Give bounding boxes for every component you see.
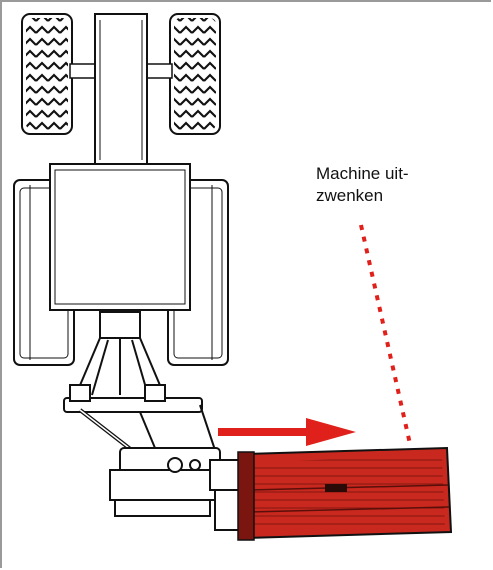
rear-hitch <box>77 311 163 396</box>
caption-machine-uitzwenken: Machine uit- zwenken <box>316 164 409 205</box>
front-right-wheel <box>141 13 221 135</box>
right-arrow-icon <box>218 418 356 446</box>
mower-unit <box>237 446 453 541</box>
mounting-frame <box>63 384 251 531</box>
front-left-wheel <box>21 13 101 135</box>
tractor-hood <box>94 13 148 165</box>
tractor-cab <box>49 163 191 311</box>
swing-path-dotted-line <box>359 224 412 445</box>
